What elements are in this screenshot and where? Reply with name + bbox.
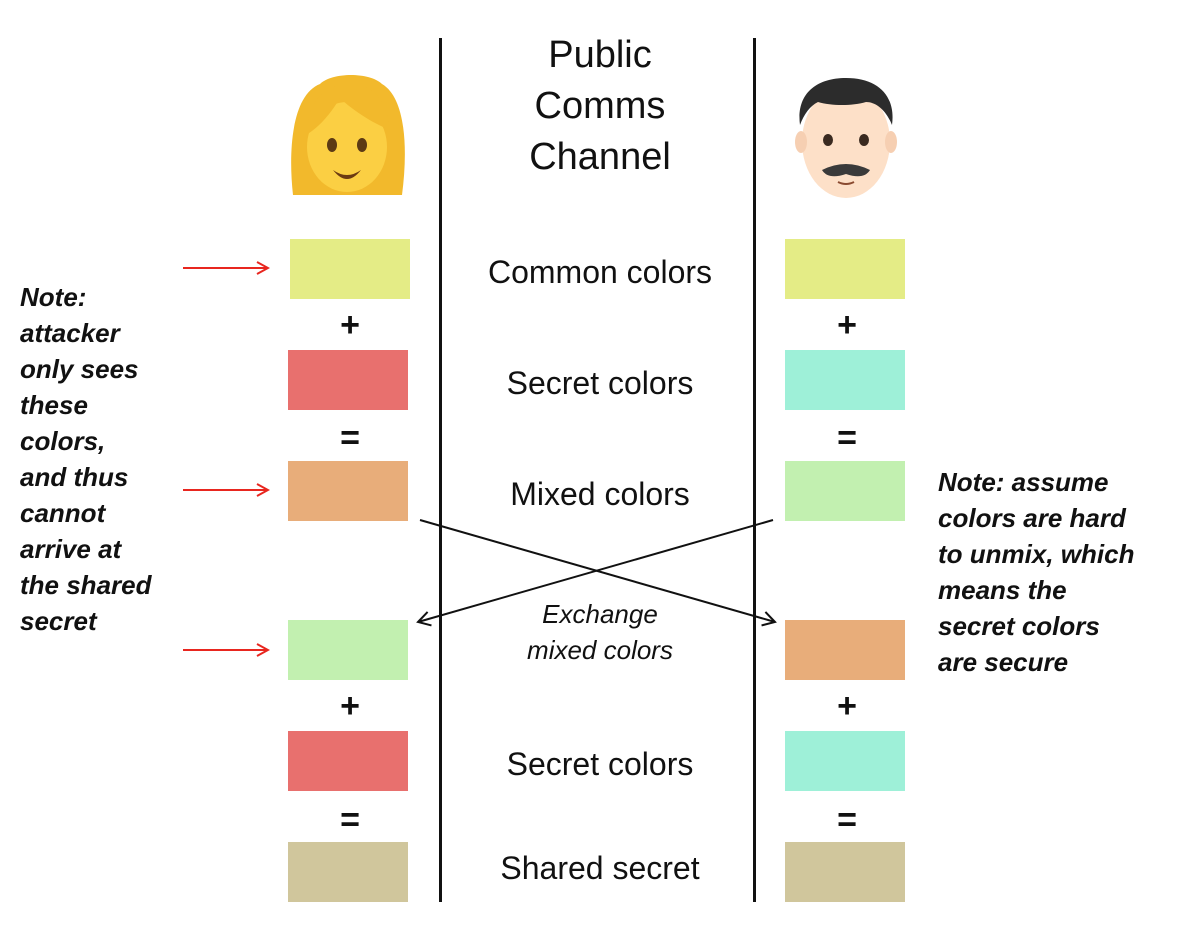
security-note: Note: assume colors are hard to unmix, w…: [938, 464, 1134, 680]
note-line: secret: [20, 606, 97, 636]
alice-received-swatch: [288, 620, 408, 680]
secret-colors-label-2: Secret colors: [506, 746, 694, 782]
bob-secret-swatch-2: [785, 731, 905, 791]
attacker-note: Note: attacker only sees these colors, a…: [20, 279, 152, 639]
alice-mixed-swatch: [288, 461, 408, 521]
note-line: cannot: [20, 498, 106, 528]
alice-common-swatch: [290, 239, 410, 299]
note-line: colors,: [20, 426, 106, 456]
note-line: means the: [938, 575, 1067, 605]
exchange-label-line: Exchange: [542, 599, 658, 629]
bob-equals-operator-2: =: [837, 801, 857, 839]
common-colors-label: Common colors: [487, 254, 713, 290]
alice-plus-operator-2: +: [340, 687, 360, 725]
bob-plus-operator-2: +: [837, 687, 857, 725]
exchange-label-line: mixed colors: [527, 635, 673, 665]
bob-shared-swatch: [785, 842, 905, 902]
channel-left-divider: [439, 38, 442, 902]
note-line: Note: assume: [938, 467, 1109, 497]
bob-received-swatch: [785, 620, 905, 680]
bob-secret-swatch: [785, 350, 905, 410]
note-line: attacker: [20, 318, 120, 348]
secret-colors-label: Secret colors: [506, 365, 694, 401]
exchange-arrow-bob-to-alice: [416, 519, 774, 627]
note-line: to unmix, which: [938, 539, 1135, 569]
alice-equals-operator-2: =: [340, 801, 360, 839]
note-line: are secure: [938, 647, 1069, 677]
note-line: secret colors: [938, 611, 1100, 641]
alice-plus-operator: +: [340, 306, 360, 344]
note-line: and thus: [20, 462, 129, 492]
mixed-colors-label: Mixed colors: [510, 476, 690, 512]
exchange-label: Exchange mixed colors: [470, 596, 730, 668]
alice-shared-swatch: [288, 842, 408, 902]
alice-avatar-icon: [291, 75, 405, 195]
bob-mixed-swatch: [785, 461, 905, 521]
channel-title: Public Comms Channel: [460, 30, 740, 183]
shared-secret-label: Shared secret: [500, 850, 700, 886]
channel-title-line: Channel: [529, 136, 671, 178]
note-line: Note:: [20, 282, 87, 312]
channel-right-divider: [753, 38, 756, 902]
note-line: colors are hard: [938, 503, 1126, 533]
bob-common-swatch: [785, 239, 905, 299]
note-line: the shared: [20, 570, 152, 600]
bob-equals-operator: =: [837, 419, 857, 457]
channel-title-line: Public: [548, 34, 652, 76]
note-line: these: [20, 390, 88, 420]
bob-plus-operator: +: [837, 306, 857, 344]
note-line: only sees: [20, 354, 139, 384]
note-line: arrive at: [20, 534, 122, 564]
channel-title-line: Comms: [534, 85, 666, 127]
alice-secret-swatch-2: [288, 731, 408, 791]
bob-avatar-icon: [795, 78, 897, 198]
alice-equals-operator: =: [340, 419, 360, 457]
alice-secret-swatch: [288, 350, 408, 410]
